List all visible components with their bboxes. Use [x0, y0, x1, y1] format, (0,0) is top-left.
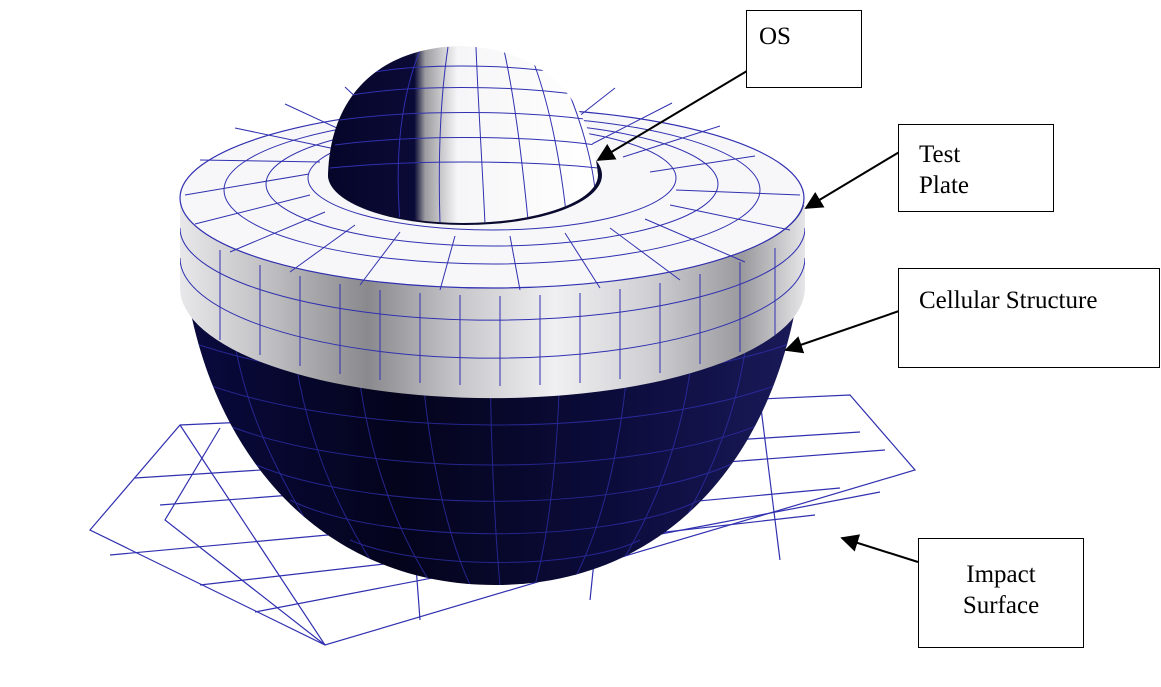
cellular-structure-label-box: Cellular Structure	[898, 268, 1160, 368]
test-plate-label-box: Test Plate	[898, 124, 1054, 212]
impact-surface-label-box: Impact Surface	[918, 538, 1084, 648]
os-label-box: OS	[746, 10, 862, 88]
impact-surface-label-line-2: Surface	[962, 592, 1040, 620]
test-plate-label-line-1: Test	[919, 141, 961, 168]
callout-arrows	[596, 61, 919, 563]
os-label-line-1: OS	[759, 23, 791, 50]
impact-surface-label-line-1: Impact	[966, 561, 1036, 588]
cellular-structure-label-line-1: Cellular Structure	[919, 287, 1098, 314]
arrow-os	[596, 61, 763, 161]
arrow-impact-surface	[840, 534, 919, 563]
test-plate-label-line-2: Plate	[919, 172, 969, 200]
os-dome	[328, 46, 598, 223]
arrow-test-plate	[804, 147, 907, 209]
arrow-cellular-structure	[784, 309, 903, 354]
